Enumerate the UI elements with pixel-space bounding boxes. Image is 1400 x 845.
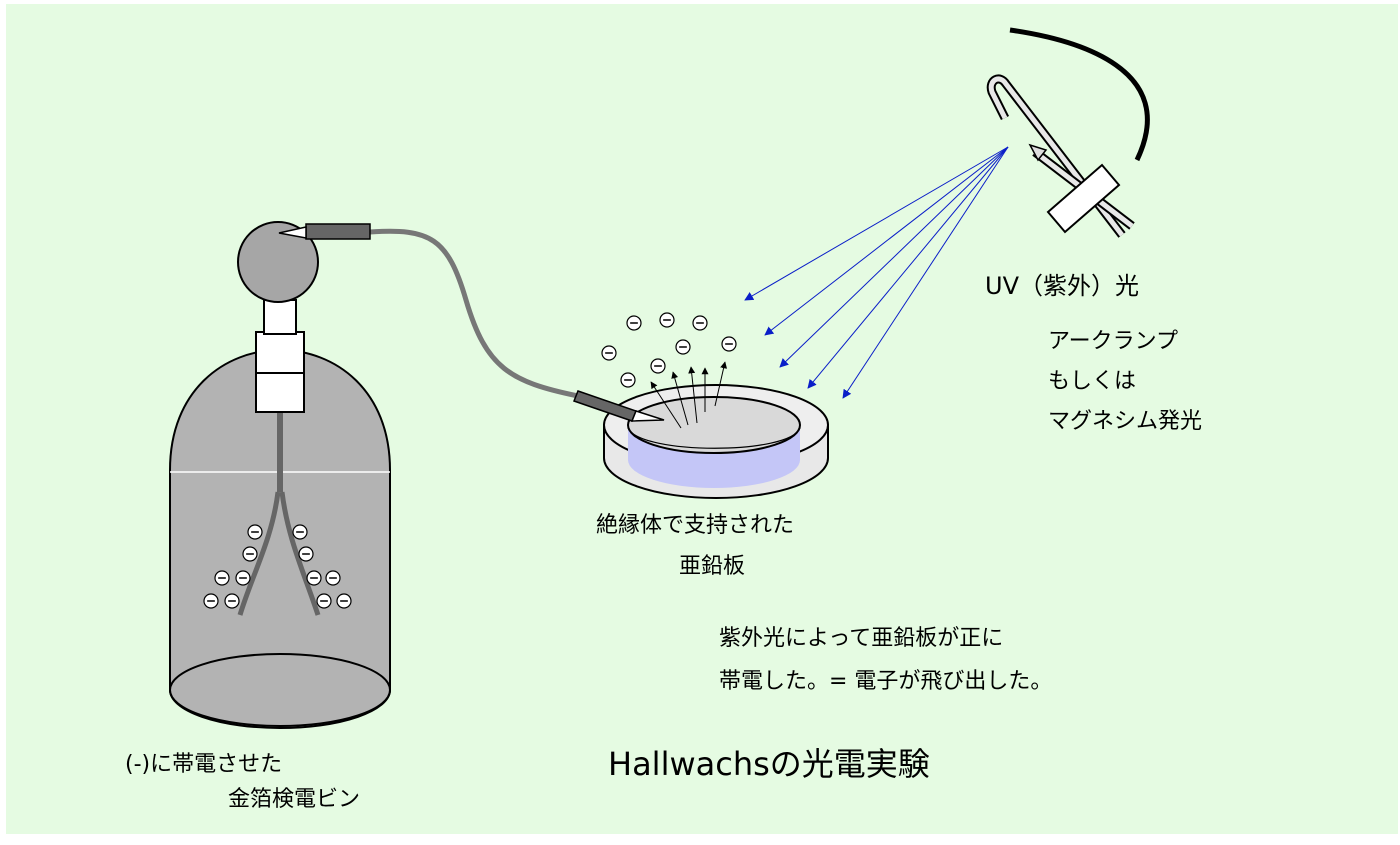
plate-label-line2: 亜鉛板	[679, 554, 746, 579]
connecting-wire	[369, 228, 579, 399]
electron-symbol	[298, 546, 314, 562]
result-text-line1: 紫外光によって亜鉛板が正に	[719, 626, 1004, 651]
zinc-plate-edge	[627, 427, 801, 449]
bell-jar-base	[169, 653, 391, 727]
electron-symbol	[325, 570, 341, 586]
electroscope-neck	[263, 299, 297, 335]
electron-symbol	[675, 339, 691, 355]
lamp-clamp	[1046, 163, 1121, 234]
electron-symbol	[242, 546, 258, 562]
wire-clip-plate	[573, 390, 665, 422]
wire-clip-top	[278, 223, 371, 240]
lamp-reflector	[1009, 27, 1150, 162]
lamp-electrode-tip	[1028, 143, 1048, 162]
electron-symbol	[247, 524, 263, 540]
uv-light-rays	[744, 146, 1009, 399]
leaf-electrons	[203, 524, 352, 609]
plate-label-line1: 絶縁体で支持された	[596, 513, 795, 538]
lamp-label-line3: マグネシム発光	[1048, 409, 1203, 434]
electron-symbol	[721, 336, 737, 352]
electron-symbol	[306, 570, 322, 586]
electron-symbol	[601, 345, 617, 361]
result-text-line2: 帯電した。= 電子が飛び出した。	[719, 669, 1053, 694]
electron-symbol	[692, 315, 708, 331]
electroscope-label-line1: (-)に帯電させた	[125, 752, 283, 777]
insulated-zinc-plate	[603, 384, 829, 499]
electron-symbol	[316, 593, 332, 609]
gold-leaf-right	[279, 491, 321, 616]
diagram-title: Hallwachsの光電実験	[608, 745, 930, 783]
electron-symbol	[659, 312, 675, 328]
electron-symbol	[203, 593, 219, 609]
electron-symbol	[292, 524, 308, 540]
electron-symbol	[620, 372, 636, 388]
arc-lamp	[986, 27, 1150, 238]
electron-symbol	[336, 593, 352, 609]
electroscope-knob	[237, 221, 319, 303]
ejected-electron-paths	[650, 361, 728, 429]
lamp-label-line1: アークランプ	[1048, 329, 1179, 354]
lamp-label-line2: もしくは	[1048, 369, 1137, 394]
gold-leaf-left	[237, 491, 281, 616]
zinc-plate	[627, 396, 801, 454]
electron-symbol	[214, 570, 230, 586]
gold-leaf-electroscope	[169, 221, 391, 729]
uv-light-label: UV（紫外）光	[985, 272, 1139, 300]
electroscope-label-line2: 金箔検電ビン	[228, 787, 361, 812]
electron-symbol	[650, 358, 666, 374]
electron-symbol	[626, 315, 642, 331]
ejected-electrons	[601, 312, 737, 388]
electron-symbol	[224, 593, 240, 609]
electron-symbol	[235, 570, 251, 586]
